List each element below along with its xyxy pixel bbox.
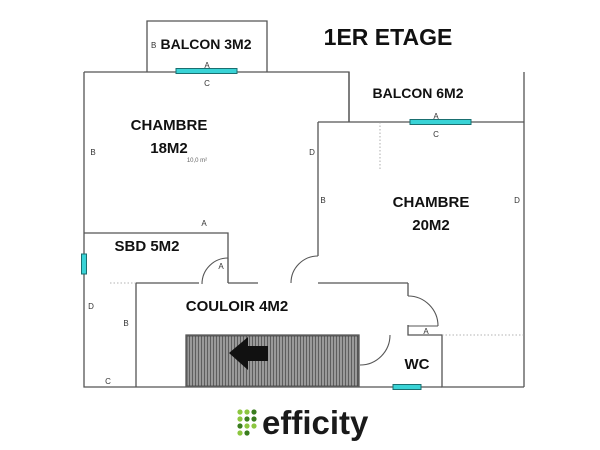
door-sdb: [201, 257, 229, 285]
door-chambre-2: [290, 255, 319, 284]
door-couloir-right: [407, 295, 439, 327]
balcon-small-outline: [146, 20, 268, 72]
faint-area-text: 10,0 m²: [187, 158, 207, 164]
chambre-1-area: 18M2: [150, 140, 188, 157]
wall-letter: A: [433, 112, 439, 121]
floor-title: 1ER ETAGE: [324, 24, 453, 50]
wall-letter: B: [123, 319, 128, 328]
wall-letter: B: [151, 41, 156, 50]
door-swings: [201, 255, 439, 366]
wall-letter: A: [218, 262, 224, 271]
sdb-label: SBD 5M2: [114, 238, 179, 255]
wall-letter: D: [309, 148, 315, 157]
wall-letter: C: [105, 377, 111, 386]
window-wc: [392, 384, 422, 390]
wall-letter: A: [204, 61, 210, 70]
wall-letter: A: [201, 219, 207, 228]
wall-letter: B: [320, 196, 325, 205]
windows: [81, 68, 472, 390]
couloir-label: COULOIR 4M2: [186, 298, 289, 315]
wall-letter: D: [88, 302, 94, 311]
door-wc: [359, 334, 391, 366]
wall-letter: B: [90, 148, 95, 157]
stair-arrow-icon: [229, 337, 268, 370]
wall-letter: C: [433, 130, 439, 139]
logo-wordmark: efficity: [262, 404, 369, 441]
dotted-dividers: [110, 122, 524, 336]
efficity-logo: efficity: [237, 404, 369, 441]
wall-letters: B A C B D A A C B D A D B C A: [88, 41, 520, 386]
balcon-small-label: BALCON 3M2: [160, 36, 251, 52]
wall-letter: D: [514, 196, 520, 205]
wall-letter: A: [423, 327, 429, 336]
window-balcon-small: [175, 68, 238, 74]
chambre-1-name: CHAMBRE: [131, 117, 208, 134]
wall-letter: C: [204, 79, 210, 88]
chambre-2-area: 20M2: [412, 217, 450, 234]
chambre-2-name: CHAMBRE: [393, 194, 470, 211]
wc-label: WC: [405, 356, 430, 373]
efficity-dots-icon: [237, 409, 257, 436]
window-sdb: [81, 253, 87, 275]
stairs: [186, 335, 359, 387]
balcon-large-label: BALCON 6M2: [372, 85, 463, 101]
window-balcon-large: [409, 119, 472, 125]
